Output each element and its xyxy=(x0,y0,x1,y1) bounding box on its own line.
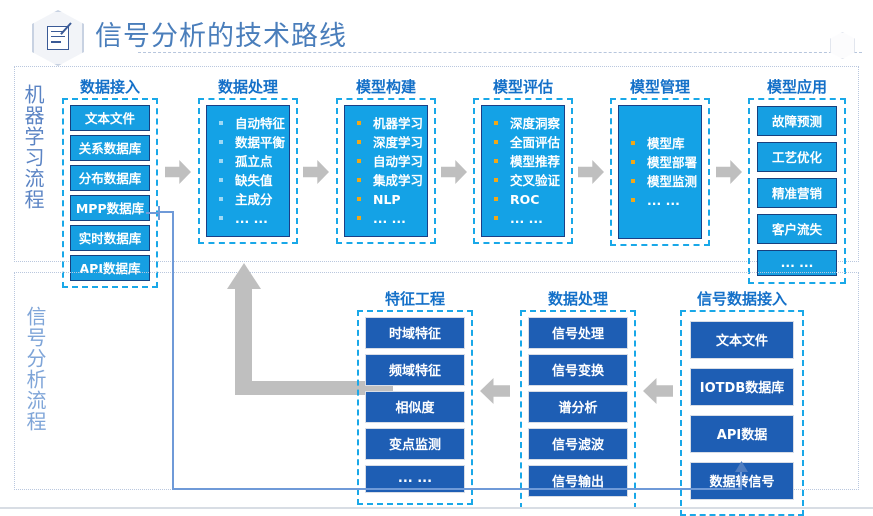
list-item[interactable]: 数据平衡 xyxy=(217,133,285,152)
list-item[interactable]: ... ... xyxy=(355,209,421,228)
connector-line xyxy=(146,212,160,214)
column-body: 文本文件 关系数据库 分布数据库 MPP数据库 实时数据库 API数据库 xyxy=(62,98,158,288)
column-title: 数据处理 xyxy=(217,78,278,96)
bottom-divider xyxy=(0,507,873,509)
list-item[interactable]: 自动学习 xyxy=(355,152,423,171)
list-item[interactable]: 集成学习 xyxy=(355,171,423,190)
chip-item[interactable]: 精准营销 xyxy=(757,178,837,208)
column-body: 文本文件 IOTDB数据库 API数据 数据转信号 xyxy=(680,310,804,516)
document-pen-icon xyxy=(32,10,84,66)
chip-item[interactable]: 信号处理 xyxy=(528,317,628,349)
list-item[interactable]: 模型监测 xyxy=(629,172,697,191)
chip-item[interactable]: 分布数据库 xyxy=(70,165,150,191)
list-item[interactable]: ... ... xyxy=(629,191,695,210)
hexagon-icon xyxy=(830,32,855,59)
column-body: 模型库 模型部署 模型监测 ... ... xyxy=(610,98,710,246)
chip-item[interactable]: 信号滤波 xyxy=(528,428,628,460)
chip-item[interactable]: 工艺优化 xyxy=(757,142,837,172)
column-title: 模型评估 xyxy=(492,78,553,96)
list-item[interactable]: 深度洞察 xyxy=(492,114,560,133)
list-item[interactable]: 全面评估 xyxy=(492,133,560,152)
chip-item[interactable]: 信号输出 xyxy=(528,465,628,497)
list-item[interactable]: 自动特征 xyxy=(217,114,285,133)
column-title: 特征工程 xyxy=(384,290,445,308)
list-item[interactable]: 缺失值 xyxy=(217,171,283,190)
list-item[interactable]: 主成分 xyxy=(217,190,283,209)
page-title: 信号分析的技术路线 xyxy=(95,21,347,52)
chip-item[interactable]: 相似度 xyxy=(365,391,465,423)
list-panel: 自动特征 数据平衡 孤立点 缺失值 主成分 ... ... xyxy=(206,105,290,237)
list-item[interactable]: 模型库 xyxy=(629,134,695,153)
chip-item[interactable]: 客户流失 xyxy=(757,214,837,244)
column-title: 数据接入 xyxy=(79,78,140,96)
list-item[interactable]: ... ... xyxy=(492,209,558,228)
chip-item[interactable]: 实时数据库 xyxy=(70,225,150,251)
column-title: 信号数据接入 xyxy=(696,290,787,308)
chip-item[interactable]: 频域特征 xyxy=(365,354,465,386)
chip-item[interactable]: MPP数据库 xyxy=(70,195,150,221)
list-item[interactable]: 深度学习 xyxy=(355,133,423,152)
chip-item[interactable]: 文本文件 xyxy=(70,105,150,131)
connector-line xyxy=(172,488,742,490)
column-title: 模型构建 xyxy=(355,78,416,96)
chip-item[interactable]: 变点监测 xyxy=(365,428,465,460)
chip-item[interactable]: 谱分析 xyxy=(528,391,628,423)
list-item[interactable]: 机器学习 xyxy=(355,114,423,133)
list-panel: 深度洞察 全面评估 模型推荐 交叉验证 ROC ... ... xyxy=(481,105,565,237)
column-title: 模型管理 xyxy=(629,78,690,96)
list-item[interactable]: ROC xyxy=(492,190,558,209)
list-item[interactable]: ... ... xyxy=(217,209,283,228)
list-item[interactable]: NLP xyxy=(355,190,421,209)
connector-arrow-icon xyxy=(735,461,748,472)
list-item[interactable]: 模型部署 xyxy=(629,153,697,172)
connector-line xyxy=(158,211,174,213)
machine-learning-panel xyxy=(14,66,859,262)
column-body: 自动特征 数据平衡 孤立点 缺失值 主成分 ... ... xyxy=(198,98,298,244)
chip-item[interactable]: 关系数据库 xyxy=(70,135,150,161)
column-body: 深度洞察 全面评估 模型推荐 交叉验证 ROC ... ... xyxy=(473,98,573,244)
chip-item[interactable]: 信号变换 xyxy=(528,354,628,386)
column-body: 机器学习 深度学习 自动学习 集成学习 NLP ... ... xyxy=(336,98,436,244)
list-item[interactable]: 交叉验证 xyxy=(492,171,560,190)
title-divider xyxy=(138,52,862,53)
connector-line xyxy=(158,206,160,220)
column-body: 故障预测 工艺优化 精准营销 客户流失 ... ... xyxy=(748,98,846,284)
connector-line xyxy=(740,470,742,490)
column-body: 时域特征 频域特征 相似度 变点监测 ... ... xyxy=(357,310,473,505)
column-title: 数据处理 xyxy=(547,290,608,308)
chip-item[interactable]: 时域特征 xyxy=(365,317,465,349)
column-title: 模型应用 xyxy=(766,78,827,96)
machine-learning-side-label: 机器学习流程 xyxy=(21,84,45,210)
list-item[interactable]: 孤立点 xyxy=(217,152,283,171)
signal-analysis-side-label: 信号分析流程 xyxy=(23,306,47,432)
connector-line xyxy=(172,212,174,490)
chip-item[interactable]: API数据 xyxy=(690,415,794,453)
column-body: 信号处理 信号变换 谱分析 信号滤波 信号输出 xyxy=(520,310,636,509)
list-panel: 模型库 模型部署 模型监测 ... ... xyxy=(618,105,702,239)
list-item[interactable]: 模型推荐 xyxy=(492,152,560,171)
chip-item[interactable]: 文本文件 xyxy=(690,321,794,359)
chip-item[interactable]: ... ... xyxy=(757,250,837,276)
list-panel: 机器学习 深度学习 自动学习 集成学习 NLP ... ... xyxy=(344,105,428,237)
feedback-arrow-up-icon xyxy=(218,263,393,398)
chip-item[interactable]: IOTDB数据库 xyxy=(690,368,794,406)
chip-item[interactable]: 故障预测 xyxy=(757,106,837,136)
